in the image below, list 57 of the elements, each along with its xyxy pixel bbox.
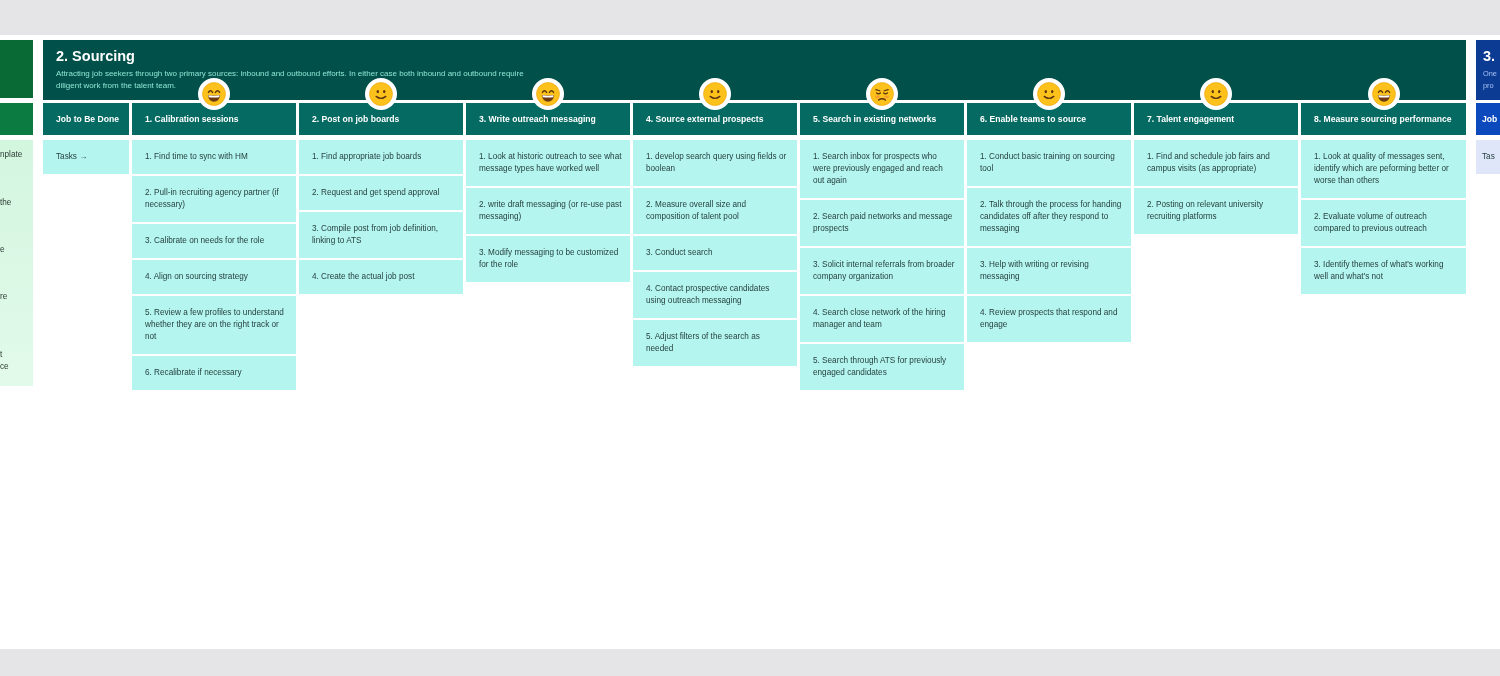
text-fragment: re — [0, 291, 9, 303]
stage-header: 3. Write outreach messaging — [466, 103, 630, 135]
section-title: 2. Sourcing — [56, 47, 136, 65]
column-header: Job to Be Done — [43, 103, 129, 135]
task-column — [0, 140, 33, 386]
phase-header-panel — [0, 40, 33, 98]
task-note: 2. Pull-in recruiting agency partner (if necessary) — [132, 176, 296, 222]
task-note: 3. Conduct search — [633, 236, 797, 270]
stage-header: 6. Enable teams to source — [967, 103, 1131, 135]
task-note: 1. Find appropriate job boards — [299, 140, 463, 174]
task-note: 4. Review prospects that respond and engage — [967, 296, 1131, 342]
task-note: 1. Search inbox for prospects who were previously engaged and reach out again — [800, 140, 964, 198]
stage-header: 1. Calibration sessions — [132, 103, 296, 135]
task-note: 2. Request and get spend approval — [299, 176, 463, 210]
stage-header: 5. Search in existing networks — [800, 103, 964, 135]
row-label-note: Tas — [1476, 140, 1500, 174]
task-note: 1. Find and schedule job fairs and campus visits (as appropriate) — [1134, 140, 1298, 186]
task-note: 1. Look at historic outreach to see what message types have worked well — [466, 140, 630, 186]
section-description: Attracting job seekers through two primary sources: inbound and outbound efforts. In either case both inbound and outbound require diligent work from the talent team. — [56, 68, 525, 92]
task-note: 2. write draft messaging (or re-use past messaging) — [466, 188, 630, 234]
task-note: 1. develop search query using fields or boolean — [633, 140, 797, 186]
row-label-note: Tasks → — [43, 140, 129, 174]
task-note: 3. Compile post from job definition, linking to ATS — [299, 212, 463, 258]
task-note: 3. Help with writing or revising messaging — [967, 248, 1131, 294]
task-note: 4. Create the actual job post — [299, 260, 463, 294]
task-note: 5. Review a few profiles to understand whether they are on the right track or not — [132, 296, 296, 354]
section-banner — [43, 40, 1466, 100]
task-note: 4. Align on sourcing strategy — [132, 260, 296, 294]
task-note: 2. Posting on relevant university recruiting platforms — [1134, 188, 1298, 234]
task-note: 2. Talk through the process for handing candidates off after they respond to messaging — [967, 188, 1131, 246]
text-fragment: the — [0, 197, 13, 209]
task-note: 2. Evaluate volume of outreach compared to previous outreach — [1301, 200, 1466, 246]
task-note: 2. Search paid networks and message prospects — [800, 200, 964, 246]
task-note: 1. Conduct basic training on sourcing tool — [967, 140, 1131, 186]
phase-header-panel — [0, 103, 33, 135]
task-note: 3. Identify themes of what's working well and what's not — [1301, 248, 1466, 294]
stage-header: 4. Source external prospects — [633, 103, 797, 135]
text-fragment: t ce — [0, 349, 10, 373]
task-note: 5. Search through ATS for previously engaged candidates — [800, 344, 964, 390]
text-fragment: nplate — [0, 149, 24, 161]
stage-header: 8. Measure sourcing performance — [1301, 103, 1466, 135]
task-note: 3. Modify messaging to be customized for the role — [466, 236, 630, 282]
task-note: 4. Search close network of the hiring manager and team — [800, 296, 964, 342]
task-note: 2. Measure overall size and composition of talent pool — [633, 188, 797, 234]
stage-header: 7. Talent engagement — [1134, 103, 1298, 135]
task-note: 6. Recalibrate if necessary — [132, 356, 296, 390]
task-note: 5. Adjust filters of the search as needed — [633, 320, 797, 366]
stage-header: 2. Post on job boards — [299, 103, 463, 135]
task-note: 1. Look at quality of messages sent, identify which are peforming better or worse than others — [1301, 140, 1466, 198]
phase-banner — [1476, 40, 1500, 100]
task-note: 4. Contact prospective candidates using outreach messaging — [633, 272, 797, 318]
task-note: 3. Solicit internal referrals from broader company organization — [800, 248, 964, 294]
text-fragment: e — [0, 244, 6, 256]
column-header: Job — [1476, 103, 1500, 135]
task-note: 3. Calibrate on needs for the role — [132, 224, 296, 258]
task-note: 1. Find time to sync with HM — [132, 140, 296, 174]
phase-title: 3. — [1483, 47, 1497, 65]
